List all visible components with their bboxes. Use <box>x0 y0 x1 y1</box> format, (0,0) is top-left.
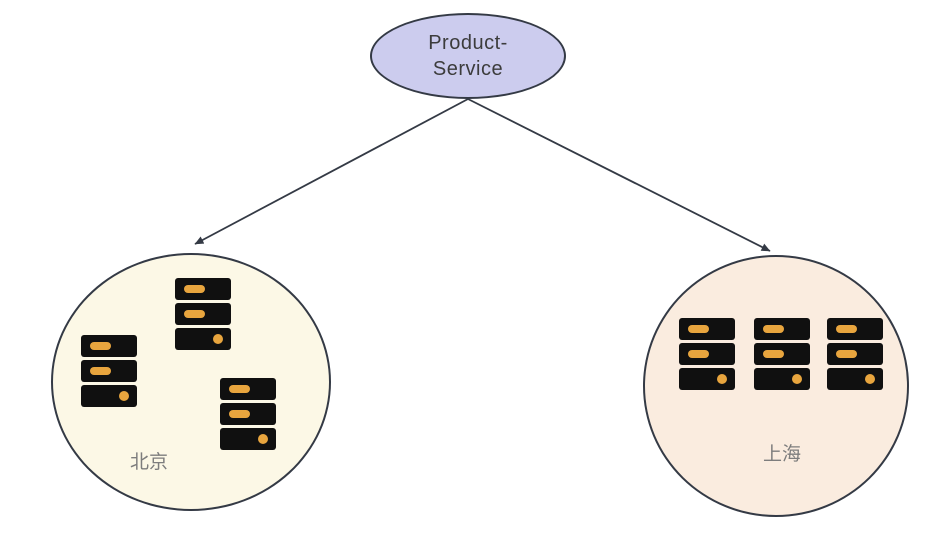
root-node-product-service[interactable]: Product-Service <box>370 13 566 99</box>
server-led-bar <box>184 285 205 293</box>
server-slot <box>754 368 810 390</box>
server-slot <box>220 378 276 400</box>
server-icon <box>827 318 883 390</box>
server-led-dot <box>717 374 727 384</box>
server-led-bar <box>688 350 709 358</box>
server-slot <box>81 360 137 382</box>
server-led-dot <box>213 334 223 344</box>
server-led-bar <box>90 342 111 350</box>
server-slot <box>679 343 735 365</box>
server-led-bar <box>229 385 250 393</box>
server-slot <box>175 303 231 325</box>
server-icon <box>679 318 735 390</box>
server-led-bar <box>229 410 250 418</box>
server-led-bar <box>688 325 709 333</box>
server-slot <box>175 328 231 350</box>
server-icon <box>175 278 231 350</box>
server-slot <box>81 335 137 357</box>
root-node-label: Product-Service <box>428 32 508 80</box>
server-icon <box>220 378 276 450</box>
server-led-bar <box>836 350 857 358</box>
server-slot <box>679 318 735 340</box>
server-icon <box>81 335 137 407</box>
server-led-dot <box>865 374 875 384</box>
server-slot <box>679 368 735 390</box>
server-icon <box>754 318 810 390</box>
server-slot <box>220 428 276 450</box>
server-led-dot <box>258 434 268 444</box>
server-led-bar <box>90 367 111 375</box>
server-slot <box>827 318 883 340</box>
server-slot <box>220 403 276 425</box>
server-slot <box>754 318 810 340</box>
server-led-bar <box>184 310 205 318</box>
region-shanghai[interactable]: 上海 <box>643 255 909 517</box>
server-led-bar <box>763 325 784 333</box>
server-slot <box>175 278 231 300</box>
connector-arrow-shanghai <box>467 98 771 252</box>
server-slot <box>81 385 137 407</box>
region-shanghai-label: 上海 <box>762 444 801 465</box>
server-slot <box>827 343 883 365</box>
region-beijing-label: 北京 <box>129 452 168 473</box>
region-beijing[interactable]: 北京 <box>51 253 331 511</box>
server-slot <box>827 368 883 390</box>
connector-arrow-beijing <box>194 98 469 245</box>
server-led-bar <box>763 350 784 358</box>
server-led-bar <box>836 325 857 333</box>
server-slot <box>754 343 810 365</box>
server-led-dot <box>792 374 802 384</box>
server-led-dot <box>119 391 129 401</box>
